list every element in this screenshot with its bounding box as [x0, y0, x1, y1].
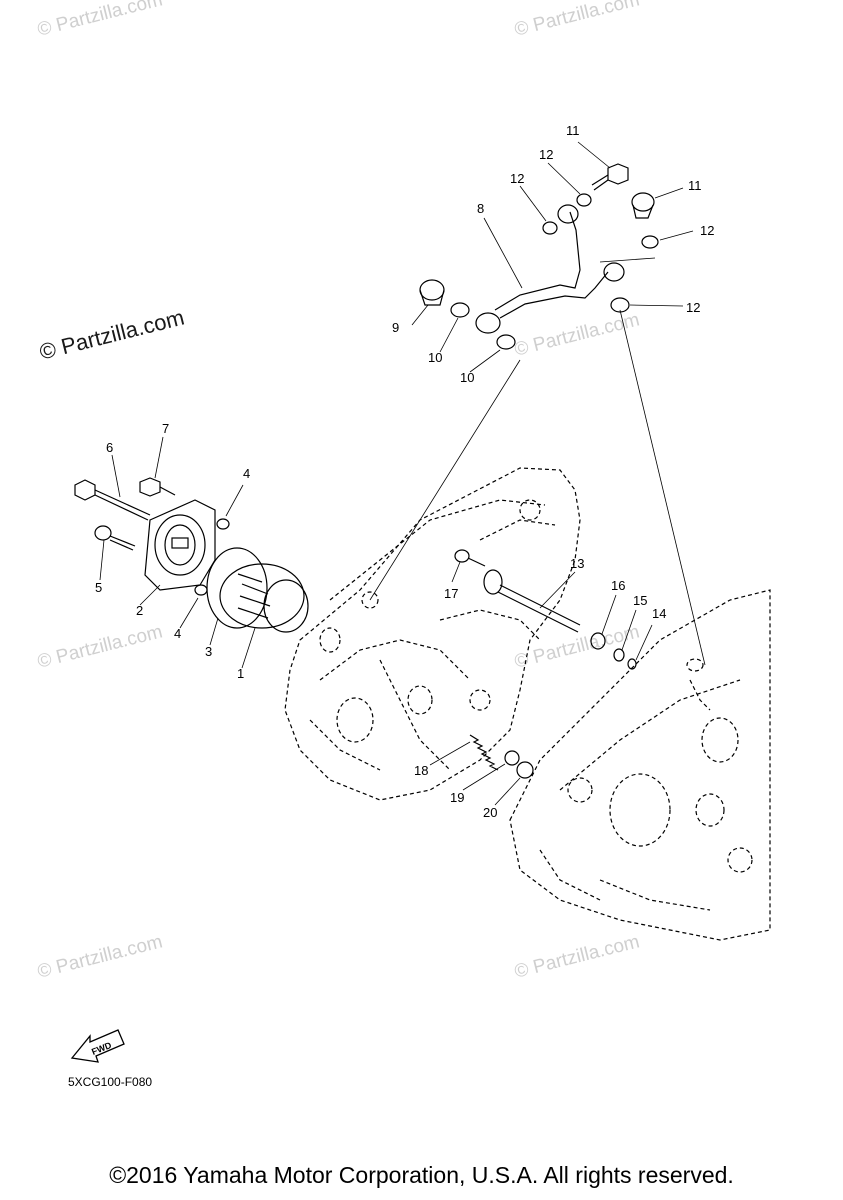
crankcase-left	[284, 467, 581, 801]
callout-11a: 11	[566, 123, 580, 138]
oil-filter-cover	[144, 499, 216, 591]
callout-10b: 10	[460, 370, 474, 385]
o-ring-14	[627, 658, 637, 670]
callout-9: 9	[392, 320, 399, 335]
fwd-arrow-icon: FWD	[70, 1029, 125, 1063]
bolt-6	[74, 479, 151, 521]
callout-18: 18	[414, 763, 428, 778]
callout-16: 16	[611, 578, 625, 593]
callout-12b: 12	[510, 171, 524, 186]
bolt-13	[483, 569, 581, 633]
callout-17: 17	[444, 586, 458, 601]
callout-4b: 4	[174, 626, 181, 641]
callout-10a: 10	[428, 350, 442, 365]
pipe-eye-side	[603, 262, 625, 282]
callout-11b: 11	[688, 178, 702, 193]
callout-14: 14	[652, 606, 666, 621]
callout-3: 3	[205, 644, 212, 659]
leader-lines	[99, 141, 706, 806]
oil-pipe	[494, 211, 609, 319]
callout-12a: 12	[539, 147, 553, 162]
callout-12c: 12	[700, 223, 714, 238]
union-bolt-9	[419, 279, 445, 306]
gasket-10-b	[496, 334, 516, 350]
callout-15: 15	[633, 593, 647, 608]
union-bolt-11-a	[591, 163, 629, 191]
diagram-code: 5XCG100-F080	[68, 1075, 153, 1089]
callout-20: 20	[483, 805, 497, 820]
plug-20	[516, 761, 534, 779]
callout-13: 13	[570, 556, 584, 571]
eye-fitting	[475, 312, 501, 334]
o-ring-small-top	[216, 518, 230, 530]
o-ring-small-bottom	[194, 584, 208, 596]
copyright-footer: ©2016 Yamaha Motor Corporation, U.S.A. A…	[109, 1162, 734, 1188]
oil-filter-element	[219, 563, 309, 633]
callout-1: 1	[237, 666, 244, 681]
gasket-10-a	[450, 302, 470, 318]
callout-2: 2	[136, 603, 143, 618]
gasket-12-c	[641, 235, 659, 249]
ball-19	[504, 750, 520, 766]
o-ring-16	[590, 632, 606, 650]
o-ring-large	[206, 547, 268, 629]
union-bolt-11-b	[631, 192, 655, 219]
bolt-17	[454, 549, 486, 567]
callout-7: 7	[162, 421, 169, 436]
bolt-7	[139, 477, 176, 497]
callout-labels: 1 2 3 4 4 5 6 7 8 9 10 10 11 11 12 12 12…	[95, 123, 714, 820]
o-ring-15	[613, 648, 625, 662]
callout-19: 19	[450, 790, 464, 805]
bolt-5	[94, 525, 136, 551]
callout-12d: 12	[686, 300, 700, 315]
gasket-12-d	[610, 297, 630, 313]
crankcase-right	[509, 589, 771, 941]
callout-5: 5	[95, 580, 102, 595]
gasket-12-b	[576, 193, 592, 207]
callout-4a: 4	[243, 466, 250, 481]
gasket-12-a	[542, 221, 558, 235]
pipe-eye-top	[557, 204, 579, 224]
callout-8: 8	[477, 201, 484, 216]
spring-18	[469, 734, 499, 771]
callout-6: 6	[106, 440, 113, 455]
